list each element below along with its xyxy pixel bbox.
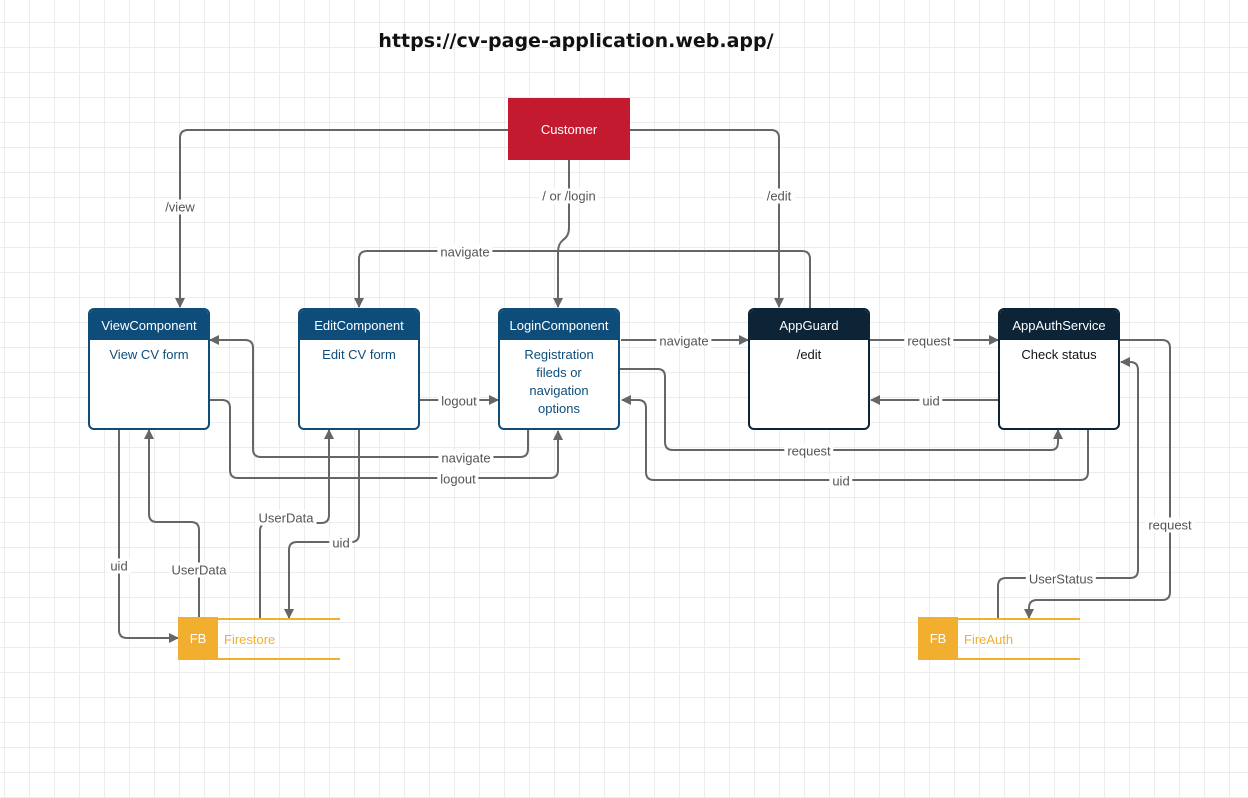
edit-component-header: EditComponent bbox=[300, 310, 418, 340]
edge-request-login-auth bbox=[620, 368, 1063, 451]
firestore-badge: FB bbox=[178, 617, 218, 659]
edge-edit-route bbox=[630, 129, 784, 308]
edge-view-route bbox=[175, 129, 508, 308]
edge-uid-edit-store bbox=[284, 429, 360, 619]
edge-label-logout-edit-login: logout bbox=[438, 393, 480, 409]
app-auth-service-node[interactable]: AppAuthService Check status bbox=[998, 308, 1120, 430]
edge-label-navigate-login-view: navigate bbox=[438, 450, 494, 466]
edge-label-userdata-store-edit: UserData bbox=[255, 510, 317, 526]
view-component-node[interactable]: ViewComponent View CV form bbox=[88, 308, 210, 430]
edge-uid-auth-login bbox=[621, 395, 1089, 481]
app-guard-node[interactable]: AppGuard /edit bbox=[748, 308, 870, 430]
edge-navigate-login-view bbox=[209, 335, 529, 458]
app-guard-body: /edit bbox=[796, 347, 822, 362]
edge-label-request-login-auth: request bbox=[784, 443, 834, 459]
edit-component-body: Edit CV form bbox=[322, 347, 396, 362]
edge-navigate-top bbox=[354, 250, 811, 308]
app-auth-service-header: AppAuthService bbox=[1000, 310, 1118, 340]
edge-request-auth-fireauth bbox=[1024, 339, 1171, 619]
edge-label-edit-route: /edit bbox=[763, 188, 795, 204]
edge-label-uid-auth-guard: uid bbox=[919, 393, 943, 409]
fireauth-label: FireAuth bbox=[964, 631, 1014, 647]
view-component-body: View CV form bbox=[109, 347, 189, 362]
edge-userstatus-fireauth-auth bbox=[997, 357, 1139, 618]
login-component-body: Registration fileds or navigation option… bbox=[524, 347, 594, 416]
edge-label-request-guard-auth: request bbox=[904, 333, 954, 349]
edge-uid-view-store bbox=[118, 429, 179, 643]
edge-label-request-auth-fireauth: request bbox=[1145, 517, 1195, 533]
view-component-header: ViewComponent bbox=[90, 310, 208, 340]
page-title: https://cv-page-application.web.app/ bbox=[378, 30, 774, 52]
app-auth-service-body: Check status bbox=[1021, 347, 1097, 362]
edge-logout-view-login bbox=[209, 399, 563, 479]
fireauth-node[interactable]: FB FireAuth bbox=[918, 617, 1080, 660]
edit-component-node[interactable]: EditComponent Edit CV form bbox=[298, 308, 420, 430]
edge-label-userdata-store-view: UserData bbox=[168, 562, 230, 578]
edge-label-login-route: / or /login bbox=[539, 188, 599, 204]
edge-userdata-store-view bbox=[144, 429, 200, 618]
app-guard-header: AppGuard bbox=[750, 310, 868, 340]
edge-label-uid-edit-store: uid bbox=[329, 535, 353, 551]
edge-label-uid-auth-login: uid bbox=[829, 473, 853, 489]
edge-label-userstatus-fireauth-auth: UserStatus bbox=[1025, 571, 1097, 587]
edge-label-uid-view-store: uid bbox=[107, 558, 131, 574]
customer-node[interactable]: Customer bbox=[508, 98, 630, 160]
edge-label-logout-view-login: logout bbox=[437, 471, 479, 487]
edge-label-navigate-login-guard: navigate bbox=[656, 333, 712, 349]
edge-label-navigate-top: navigate bbox=[437, 244, 493, 260]
edge-label-view-route: /view bbox=[162, 199, 198, 215]
firestore-label: Firestore bbox=[224, 631, 276, 647]
edge-login-route bbox=[553, 160, 570, 308]
login-component-header: LoginComponent bbox=[500, 310, 618, 340]
fireauth-badge: FB bbox=[918, 617, 958, 659]
login-component-node[interactable]: LoginComponent Registration fileds or na… bbox=[498, 308, 620, 430]
firestore-node[interactable]: FB Firestore bbox=[178, 617, 340, 660]
